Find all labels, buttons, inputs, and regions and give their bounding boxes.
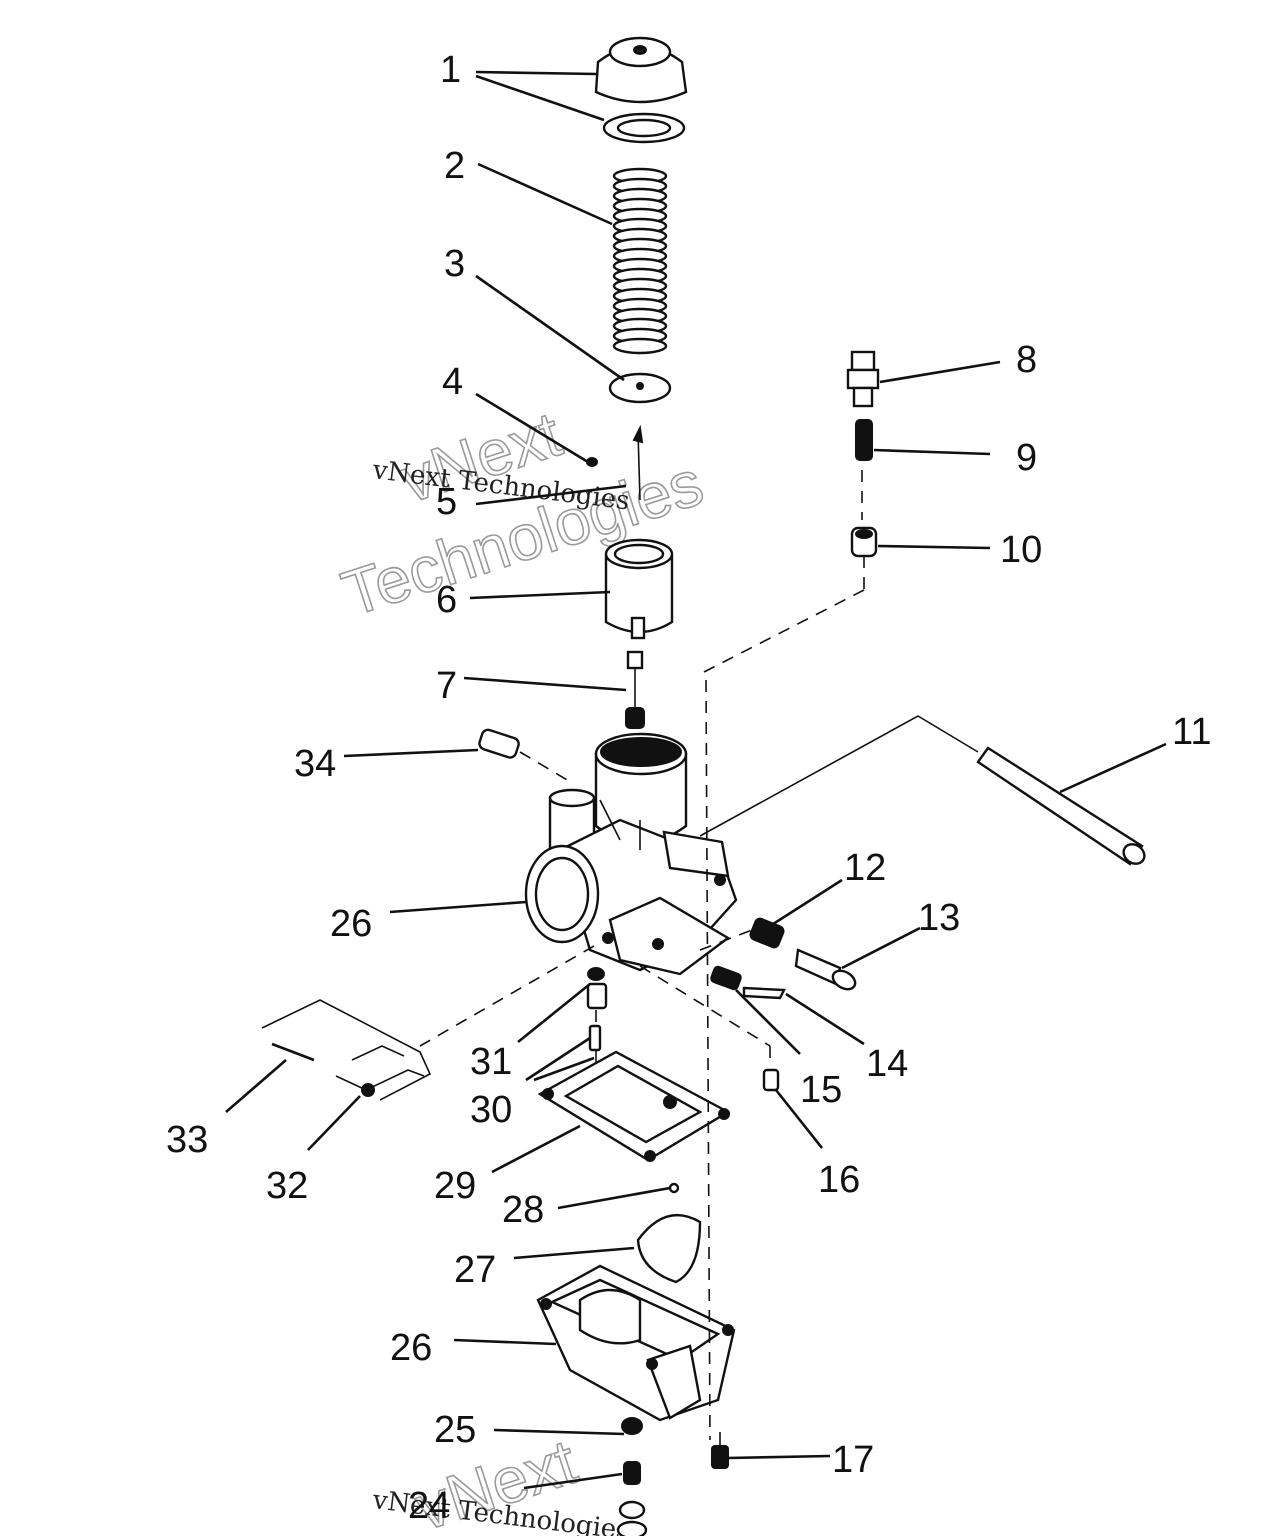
part-24-drain-plug [616, 1461, 648, 1536]
part-16-screw [762, 1068, 780, 1092]
label-6: 6 [436, 579, 457, 621]
callout-labels: 1 2 3 4 5 6 7 8 9 10 11 12 13 14 15 16 1… [166, 49, 1211, 1527]
part-11-rod [699, 715, 1146, 866]
label-8: 8 [1016, 339, 1037, 381]
carburetor-body [524, 732, 738, 976]
part-6-slide [604, 538, 674, 640]
part-33-plate [261, 999, 432, 1101]
part-34-plug [478, 728, 520, 759]
part-12-spring [749, 917, 785, 949]
part-30-jet [588, 1024, 602, 1052]
part-10-cap [850, 526, 878, 558]
label-3: 3 [444, 243, 465, 285]
label-34: 34 [294, 743, 336, 785]
label-29: 29 [434, 1165, 476, 1207]
part-31-jet [586, 967, 608, 1010]
label-32: 32 [266, 1165, 308, 1207]
part-29-gasket [537, 1050, 731, 1162]
part-2-spring [612, 167, 668, 355]
part-5-needle [632, 424, 644, 501]
part-9-spring [855, 419, 873, 461]
part-1-cap-and-washer [594, 36, 688, 144]
label-11: 11 [1172, 711, 1211, 753]
label-13: 13 [918, 897, 960, 939]
label-15: 15 [800, 1069, 842, 1111]
part-7-jet [625, 650, 645, 729]
part-27-float [636, 1213, 702, 1284]
part-13-screw [794, 948, 857, 991]
label-17: 17 [832, 1439, 874, 1481]
label-4: 4 [442, 361, 463, 403]
label-16: 16 [818, 1159, 860, 1201]
part-4-clip [586, 457, 598, 467]
label-1: 1 [440, 49, 461, 91]
label-5: 5 [436, 481, 457, 523]
part-14-pin [742, 986, 786, 1000]
leader-lines [225, 70, 1167, 1490]
part-3-plate [608, 372, 672, 404]
label-9: 9 [1016, 437, 1037, 479]
spring-coil [612, 337, 668, 355]
label-14: 14 [866, 1043, 908, 1085]
label-10: 10 [1000, 529, 1042, 571]
label-27: 27 [454, 1249, 496, 1291]
label-31: 31 [470, 1041, 512, 1083]
label-24: 24 [408, 1485, 450, 1527]
label-28: 28 [502, 1189, 544, 1231]
label-33: 33 [166, 1119, 208, 1161]
label-7: 7 [436, 665, 457, 707]
float-bowl [536, 1264, 736, 1422]
label-30: 30 [470, 1089, 512, 1131]
label-2: 2 [444, 145, 465, 187]
part-17-screw [711, 1432, 729, 1469]
assembly-guide-lines [419, 470, 865, 1441]
label-12: 12 [844, 847, 886, 889]
part-32-arm [335, 1045, 425, 1097]
part-15-spring [710, 965, 742, 991]
label-25: 25 [434, 1409, 476, 1451]
part-25-washer [621, 1417, 643, 1435]
part-8-fitting [846, 350, 880, 408]
label-26-bowl: 26 [390, 1327, 432, 1369]
part-28-pin [668, 1182, 680, 1194]
label-26-body: 26 [330, 903, 372, 945]
